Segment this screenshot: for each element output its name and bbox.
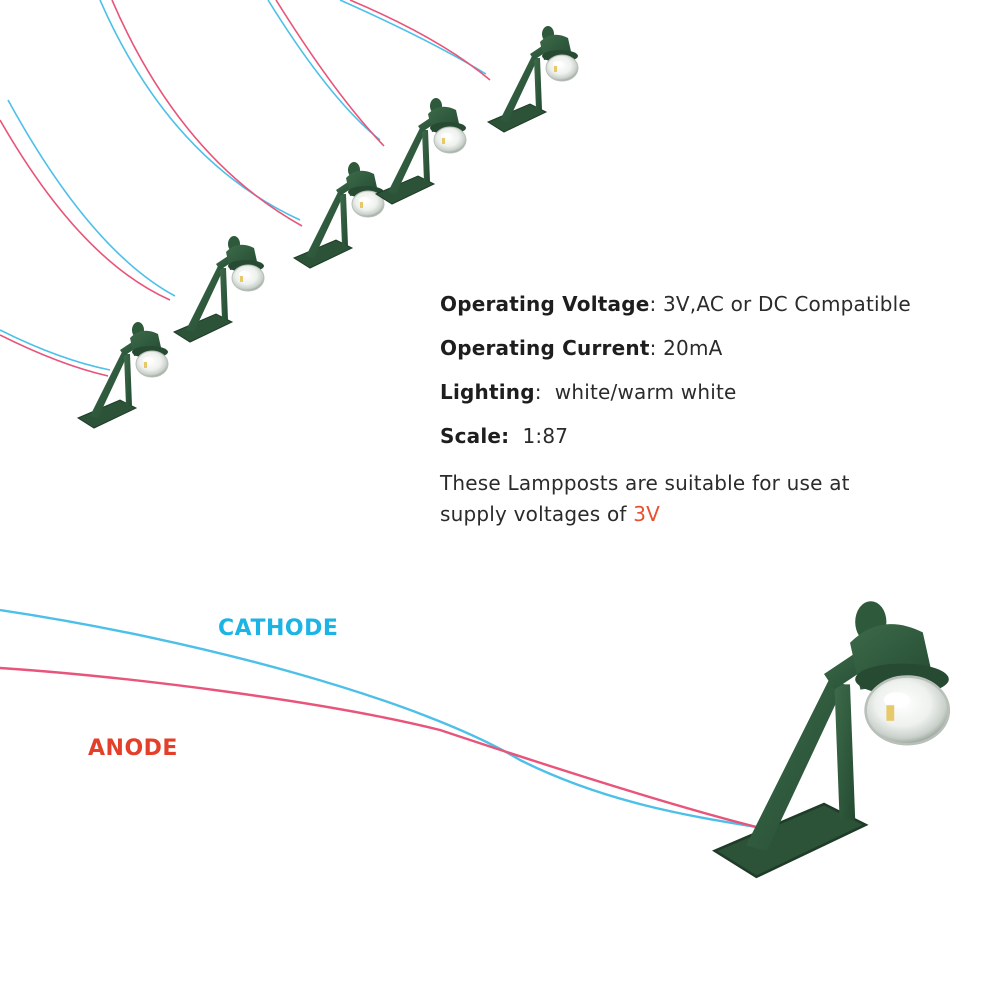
lamppost-3 [293,161,385,269]
lamppost-1 [77,321,169,429]
usage-note-voltage: 3V [633,502,660,526]
spec-lighting: Lighting: white/warm white [440,374,980,418]
spec-current-value: : 20mA [649,336,723,360]
wire-anode-1 [0,334,109,377]
wire-cathode-main [0,608,787,834]
top-wires [0,0,491,377]
spec-voltage-value: : 3V,AC or DC Compatible [649,292,911,316]
main-wires [0,608,787,836]
wire-cathode-3 [99,0,301,221]
wire-anode-5 [349,0,491,81]
spec-current: Operating Current: 20mA [440,330,980,374]
anode-label: ANODE [88,736,178,761]
wire-anode-3 [111,0,303,227]
lamppost-large [713,599,951,879]
wire-cathode-4 [267,0,381,141]
spec-lighting-key: Lighting [440,380,535,404]
wire-cathode-5 [339,0,487,75]
wire-anode-4 [275,0,385,147]
spec-voltage-key: Operating Voltage [440,292,650,316]
wire-anode-2 [0,119,171,301]
wire-anode-main [0,666,787,836]
spec-scale: Scale: 1:87 [440,418,980,462]
spec-lighting-value: : white/warm white [534,380,737,404]
lamppost-2 [173,235,265,343]
spec-voltage: Operating Voltage: 3V,AC or DC Compatibl… [440,286,980,330]
spec-scale-key: Scale: [440,424,510,448]
usage-note: These Lampposts are suitable for use at … [440,468,920,530]
spec-scale-value: 1:87 [509,424,569,448]
wire-cathode-1 [0,329,111,371]
spec-current-key: Operating Current [440,336,650,360]
lamppost-4 [375,97,467,205]
usage-note-text: These Lampposts are suitable for use at … [440,471,850,526]
lamppost-5 [487,25,579,133]
wire-cathode-2 [7,99,176,297]
cathode-label: CATHODE [218,616,339,641]
spec-panel: Operating Voltage: 3V,AC or DC Compatibl… [440,286,980,530]
